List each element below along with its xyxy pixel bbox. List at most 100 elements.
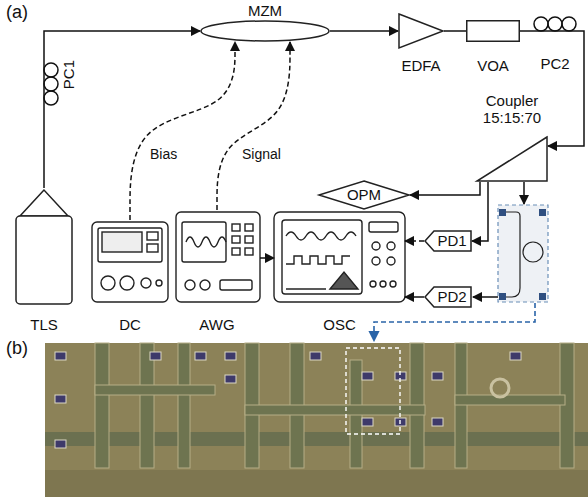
node-label: AWG [174,316,260,333]
fiber-loop [562,17,576,31]
pointer-arrow [374,303,535,341]
chip-micrograph [45,343,588,497]
chip-symbol [523,242,543,262]
polarization-controller: PC2 [530,13,580,73]
node-label: VOA [466,57,520,74]
awg-symbol [200,280,210,290]
oscilloscope-symbol [370,281,376,287]
node-label: EDFA [398,57,444,74]
chip-micrograph [150,352,161,360]
edge-label: Bias [148,146,179,162]
chip-micrograph [455,395,565,405]
oscilloscope-symbol [387,257,395,265]
chip-micrograph [95,385,215,395]
chip-micrograph [140,343,154,468]
chip-micrograph [432,418,443,426]
chip-micrograph [55,352,521,448]
chip-micrograph [45,343,588,497]
attenuator-outline [466,20,520,42]
oscilloscope-symbol [369,222,398,232]
awg-symbol [245,248,253,255]
modulator-shape [201,21,329,41]
fiber-line [523,182,525,204]
dc-supply-symbol [98,228,162,262]
node-label: MZM [200,2,330,19]
connector [444,30,466,32]
chip-symbol [498,205,548,302]
fiber-loop [534,17,548,31]
chip-micrograph [45,432,588,446]
chip-micrograph [362,418,373,426]
chip-micrograph [55,395,66,403]
edge-label: Signal [240,146,283,162]
node-label: OPM [318,186,410,203]
photodetector: PD2 [424,286,472,308]
awg-symbol [176,212,260,302]
connector [44,31,200,60]
dc-supply-symbol [102,232,142,252]
dc-supply-symbol [156,280,162,286]
oscilloscope-symbol [330,272,358,289]
awg-symbol [232,224,240,231]
awg-symbol [176,212,260,302]
awg-symbol [182,222,226,262]
attenuator-shape [467,21,520,42]
connector [405,296,424,298]
oscilloscope: OSC [274,212,405,334]
connector [405,240,424,242]
chip-micrograph [195,352,206,360]
panel-label: (b) [6,338,28,358]
dc-supply: DC [90,220,170,334]
oscilloscope-symbol [282,220,362,294]
connector [410,182,480,195]
power-meter: OPM [318,180,410,210]
polarization-controller: PC1 [28,60,80,108]
chip-micrograph [491,379,509,397]
oscilloscope-symbol [390,281,396,287]
polarization-controller-outline [28,60,58,108]
connector [43,108,45,188]
oscilloscope-symbol [286,288,326,289]
photodetector-shape [425,287,471,307]
awg-symbol [245,236,253,243]
coupler-outline [476,136,548,182]
fiber-loop [548,17,562,31]
chip-micrograph [95,343,109,468]
chip-micrograph [362,372,373,380]
dc-supply-symbol [92,222,168,302]
chip-micrograph [225,375,236,383]
connector [260,257,274,259]
awg-symbol [245,224,253,231]
photodetector: PD1 [424,230,472,252]
oscilloscope-symbol [380,281,386,287]
node-label: TLS [14,316,74,333]
connector [330,30,398,32]
chip-micrograph [245,405,425,415]
chip-micrograph [45,470,588,497]
awg-symbol [232,236,240,243]
dc-supply-symbol [141,278,151,288]
chip-micrograph [55,352,66,360]
chip-micrograph [95,343,574,468]
connector [472,182,488,241]
chip-micrograph [178,343,190,468]
oscilloscope-symbol [372,257,380,265]
dc-supply-symbol [120,276,134,290]
dc-supply-symbol [101,276,115,290]
connector [217,42,290,210]
connector [548,31,584,146]
awg-symbol [220,280,252,290]
waveform-generator: AWG [174,210,260,334]
modulator: MZM [200,2,330,42]
oscilloscope-symbol [372,242,380,250]
chip-symbol [539,209,546,216]
photodetector-shape [425,231,471,251]
dc-supply-symbol [147,232,158,240]
chip-symbol [499,293,506,300]
fiber-loop [44,77,58,91]
chip-symbol [503,212,520,297]
panel-label: (a) [6,2,28,22]
node-label: DC [90,316,170,333]
oscilloscope-symbol [274,212,405,302]
